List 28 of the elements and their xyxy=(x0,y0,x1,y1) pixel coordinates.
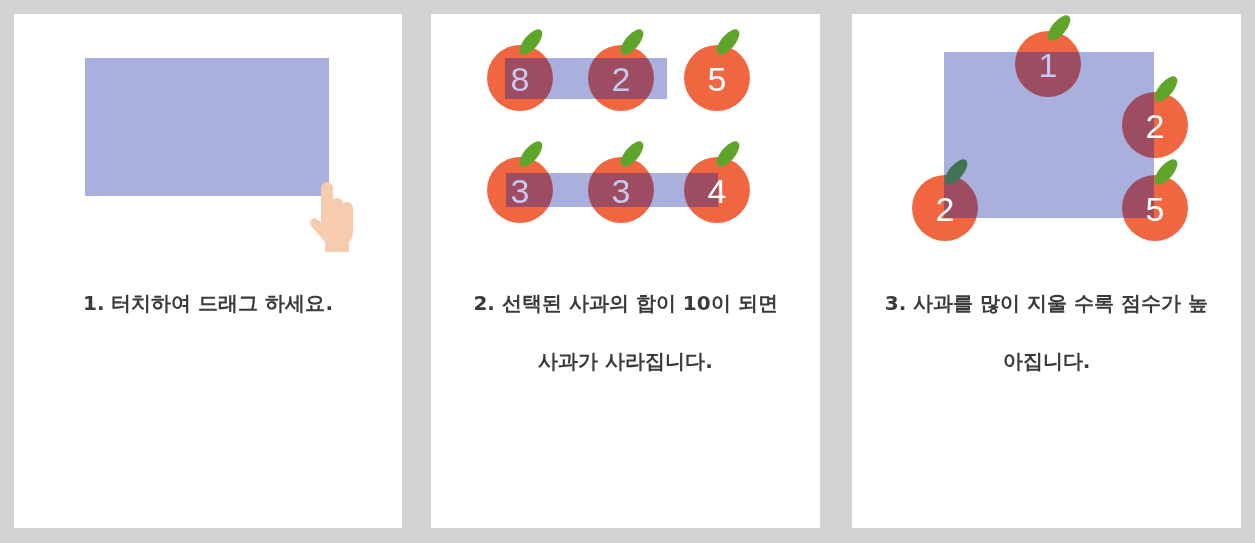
apple xyxy=(1122,76,1188,158)
apple-number: 3 xyxy=(510,174,530,208)
apple xyxy=(912,159,978,241)
instruction-card xyxy=(431,14,820,528)
instruction-card xyxy=(852,14,1241,528)
apple xyxy=(487,141,553,223)
apple xyxy=(588,29,654,111)
instruction-text: 1. 터치하여 드래그 하세요. xyxy=(83,290,333,317)
apple xyxy=(1015,15,1081,97)
selection-rectangle xyxy=(505,58,667,99)
apple xyxy=(487,29,553,111)
apple-number: 2 xyxy=(1145,109,1165,143)
apple-number: 4 xyxy=(707,174,727,208)
apple xyxy=(1122,159,1188,241)
selection-rectangle xyxy=(85,58,329,196)
apple-number: 5 xyxy=(1145,192,1165,226)
apple xyxy=(684,29,750,111)
apple-number: 5 xyxy=(707,62,727,96)
apple-number: 2 xyxy=(935,192,955,226)
instruction-text: 2. 선택된 사과의 합이 10이 되면 사과가 사라집니다. xyxy=(472,290,779,375)
apple-number: 8 xyxy=(510,62,530,96)
apple-number: 3 xyxy=(611,174,631,208)
apple xyxy=(684,141,750,223)
instruction-text: 3. 사과를 많이 지울 수록 점수가 높아집니다. xyxy=(883,290,1210,375)
instruction-card xyxy=(14,14,402,528)
apple-number: 2 xyxy=(611,62,631,96)
apple-number: 1 xyxy=(1038,48,1058,82)
apple xyxy=(588,141,654,223)
